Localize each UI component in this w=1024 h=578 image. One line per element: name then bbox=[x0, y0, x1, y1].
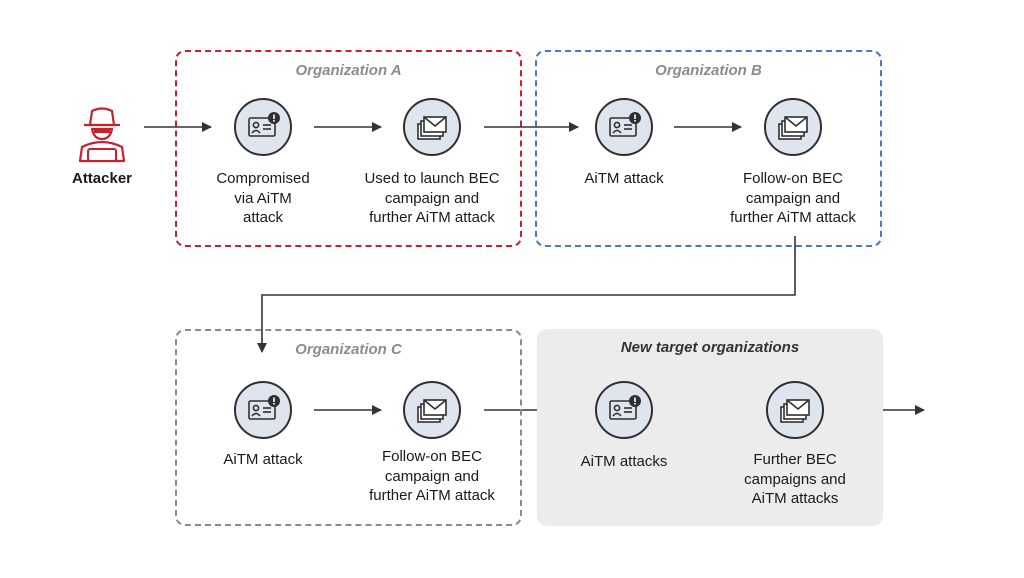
organization-b-title: Organization B bbox=[655, 62, 762, 79]
new-target-organizations-box: New target organizations bbox=[537, 329, 883, 526]
id-card-alert-icon bbox=[595, 98, 653, 156]
organization-b-box: Organization B bbox=[535, 50, 882, 247]
org-a-step-1-label: Compromised via AiTM attack bbox=[216, 170, 310, 226]
org-c-step-1-label: AiTM attack bbox=[223, 451, 303, 468]
id-card-alert-icon bbox=[234, 381, 292, 439]
organization-c-box: Organization C bbox=[175, 329, 522, 526]
org-b-step-2-label: Follow-on BEC campaign and further AiTM … bbox=[730, 170, 856, 226]
attacker-label: Attacker bbox=[71, 170, 133, 187]
email-stack-icon bbox=[766, 381, 824, 439]
hacker-icon bbox=[70, 103, 134, 163]
id-card-alert-icon bbox=[234, 98, 292, 156]
email-stack-icon bbox=[403, 381, 461, 439]
new-target-step-2-label: Further BEC campaigns and AiTM attacks bbox=[744, 451, 846, 507]
organization-a-title: Organization A bbox=[295, 62, 402, 79]
organization-c-title: Organization C bbox=[295, 341, 402, 358]
org-c-step-2-label: Follow-on BEC campaign and further AiTM … bbox=[369, 448, 495, 504]
email-stack-icon bbox=[403, 98, 461, 156]
organization-a-box: Organization A bbox=[175, 50, 522, 247]
new-target-organizations-title: New target organizations bbox=[620, 339, 800, 356]
org-b-step-1-label: AiTM attack bbox=[584, 170, 664, 187]
id-card-alert-icon bbox=[595, 381, 653, 439]
org-a-step-2-label: Used to launch BEC campaign and further … bbox=[364, 170, 500, 226]
arrow-b2-to-c1 bbox=[257, 236, 796, 353]
new-target-step-1-label: AiTM attacks bbox=[580, 453, 668, 470]
email-stack-icon bbox=[764, 98, 822, 156]
